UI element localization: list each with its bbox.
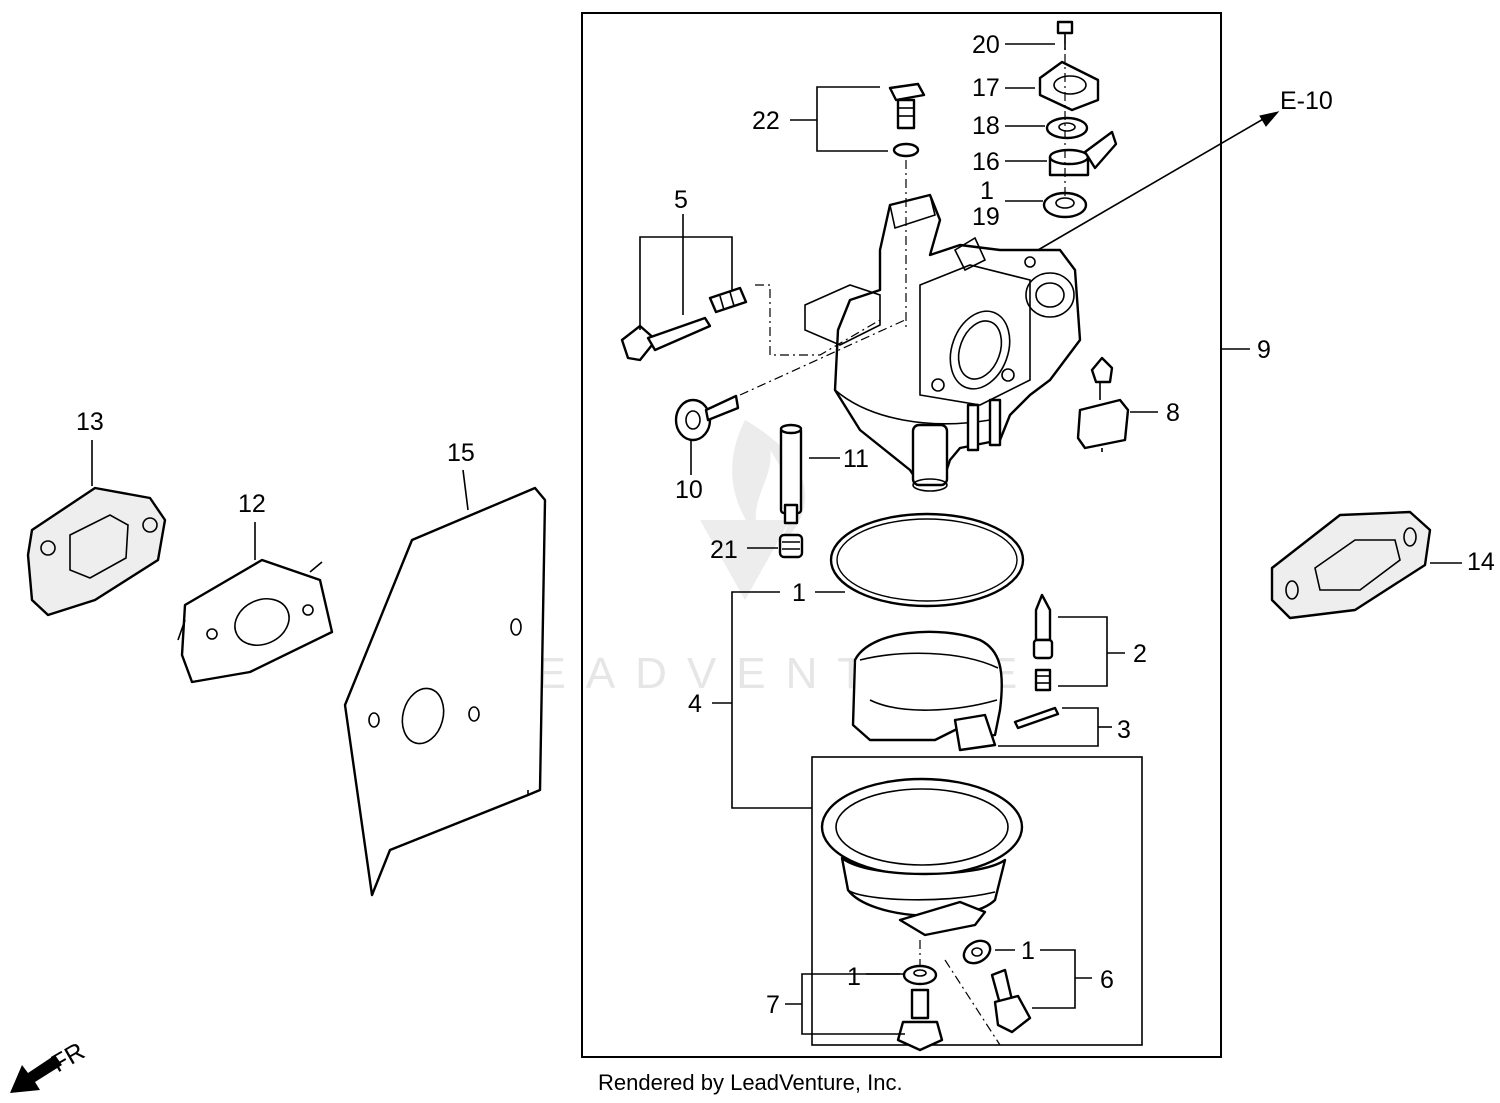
center-lines	[739, 35, 1066, 1046]
leader-lines	[91, 43, 1462, 1035]
callout-3: 3	[1117, 716, 1131, 744]
callout-6: 6	[1100, 966, 1114, 994]
float-bowl[interactable]	[820, 777, 1024, 937]
callout-20: 20	[972, 31, 1000, 59]
callout-4: 4	[688, 690, 702, 718]
assembly-frame	[581, 12, 1222, 1058]
main-jet-21[interactable]	[778, 533, 804, 559]
callout-1-gasket: 1	[792, 579, 806, 607]
callout-8: 8	[1166, 399, 1180, 427]
reference-e10: E-10	[1280, 87, 1333, 115]
pilot-screw-5[interactable]	[620, 286, 748, 362]
callout-16: 16	[972, 148, 1000, 176]
callout-1-drain: 1	[1021, 937, 1035, 965]
choke-parts-stack[interactable]	[1038, 20, 1118, 219]
float-bowl-subframe	[811, 756, 1143, 1046]
callout-1-bolt: 1	[847, 963, 861, 991]
throttle-stop-screw-10[interactable]	[674, 394, 740, 442]
callout-10: 10	[675, 476, 703, 504]
callout-14: 14	[1467, 548, 1495, 576]
drain-screw-6[interactable]	[960, 936, 1032, 1034]
callout-21: 21	[710, 536, 738, 564]
callout-1-choke: 1	[980, 177, 994, 205]
callout-9: 9	[1257, 336, 1271, 364]
float-valve-2[interactable]	[1032, 593, 1054, 692]
float-pin-3[interactable]	[1013, 706, 1060, 730]
callout-15: 15	[447, 439, 475, 467]
direction-label: FR	[47, 1037, 90, 1078]
callout-labels: 20 17 18 16 1 19 22 5 E-10 9 8 11 10 21 …	[76, 31, 1495, 1019]
insulator-plate-12[interactable]	[177, 558, 334, 684]
callout-22: 22	[752, 107, 780, 135]
gasket-14[interactable]	[1270, 510, 1432, 620]
callout-18: 18	[972, 112, 1000, 140]
heat-shield-15[interactable]	[343, 486, 547, 897]
screw-22[interactable]	[888, 82, 926, 158]
callout-7: 7	[766, 991, 780, 1019]
gasket-13[interactable]	[26, 486, 167, 617]
callout-5: 5	[674, 186, 688, 214]
front-direction-arrow: FR	[10, 1037, 89, 1093]
part-8[interactable]	[1076, 356, 1130, 452]
footer-credit: Rendered by LeadVenture, Inc.	[598, 1070, 903, 1095]
main-nozzle-11[interactable]	[779, 423, 803, 525]
callout-2: 2	[1133, 640, 1147, 668]
carburetor-body[interactable]	[804, 193, 1082, 492]
callout-19: 19	[972, 203, 1000, 231]
bowl-gasket-o-ring[interactable]	[829, 512, 1025, 608]
callout-13: 13	[76, 408, 104, 436]
bowl-bolt-7[interactable]	[896, 964, 944, 1052]
float[interactable]	[851, 630, 1003, 752]
callout-11: 11	[843, 445, 869, 473]
callout-17: 17	[972, 74, 1000, 102]
callout-12: 12	[238, 490, 266, 518]
